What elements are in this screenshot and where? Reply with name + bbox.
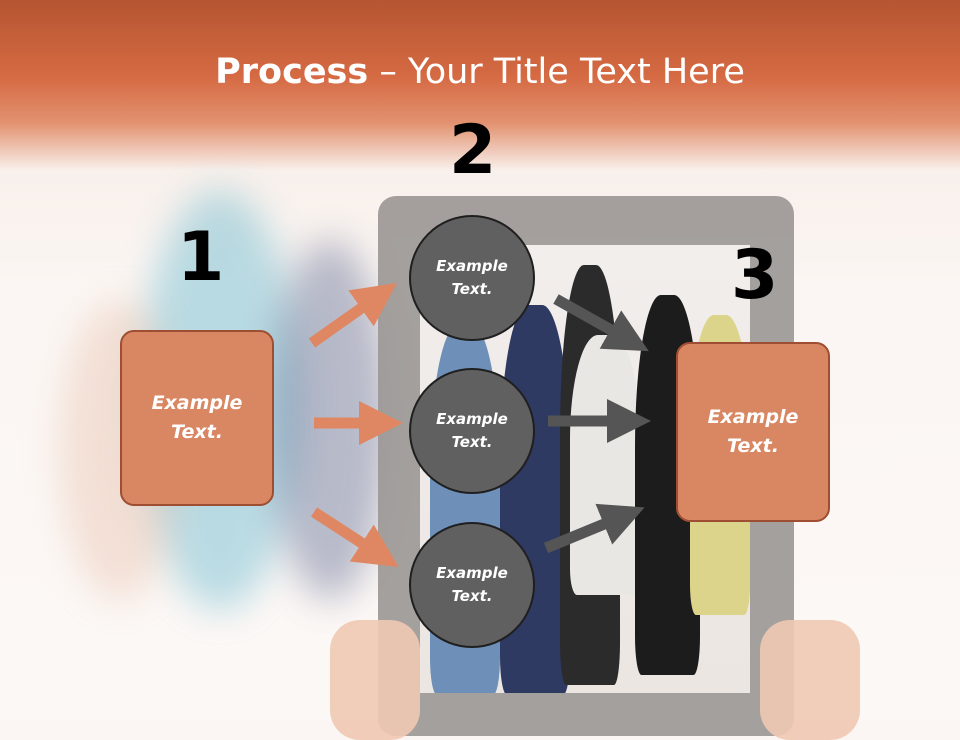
photo-person xyxy=(570,335,640,595)
step-number-2: 2 xyxy=(449,111,497,190)
arrow-top-to-right xyxy=(553,294,649,352)
title-rest: – Your Title Text Here xyxy=(368,52,745,92)
left-box-text: Example Text. xyxy=(151,392,243,443)
step-number-1: 1 xyxy=(177,218,225,297)
arrow-to-top-circle xyxy=(308,282,397,348)
middle-circle: Example Text. xyxy=(409,368,535,494)
arrows-layer xyxy=(308,282,651,567)
bottom-circle-text: Example Text. xyxy=(436,564,508,605)
top-circle-text: Example Text. xyxy=(436,257,508,298)
arrow-bottom-to-right xyxy=(543,503,645,554)
slide-title: Process – Your Title Text Here xyxy=(0,52,960,92)
arrow-to-bottom-circle xyxy=(311,507,399,567)
step-number-3: 3 xyxy=(731,236,779,315)
left-text-box: Example Text. xyxy=(120,330,274,506)
right-text-box: Example Text. xyxy=(676,342,830,522)
title-strong: Process xyxy=(215,52,369,92)
bottom-circle: Example Text. xyxy=(409,522,535,648)
top-circle: Example Text. xyxy=(409,215,535,341)
right-box-text: Example Text. xyxy=(707,406,799,457)
middle-circle-text: Example Text. xyxy=(436,410,508,451)
title-bar xyxy=(0,0,960,170)
